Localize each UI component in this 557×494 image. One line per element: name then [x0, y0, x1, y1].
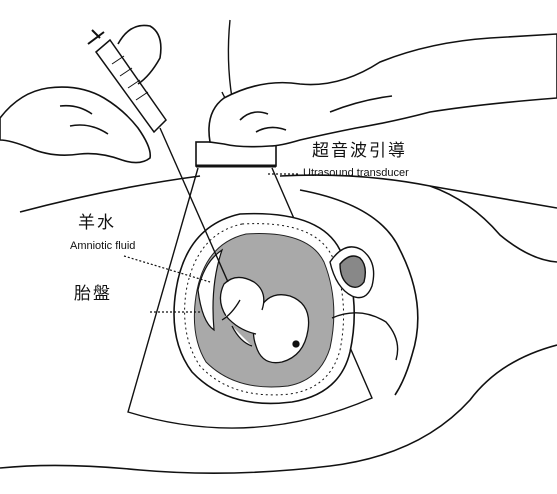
- amniotic-fluid-zh-label: 羊水: [78, 208, 116, 233]
- placenta-label: 胎盤: [74, 279, 112, 304]
- amniotic-fluid-en-label: Amniotic fluid: [70, 240, 135, 252]
- right-hand: [209, 34, 557, 147]
- ultrasound-transducer-label: Utrasound transducer: [303, 167, 409, 179]
- ultrasound-guidance-label: 超音波引導: [312, 136, 407, 161]
